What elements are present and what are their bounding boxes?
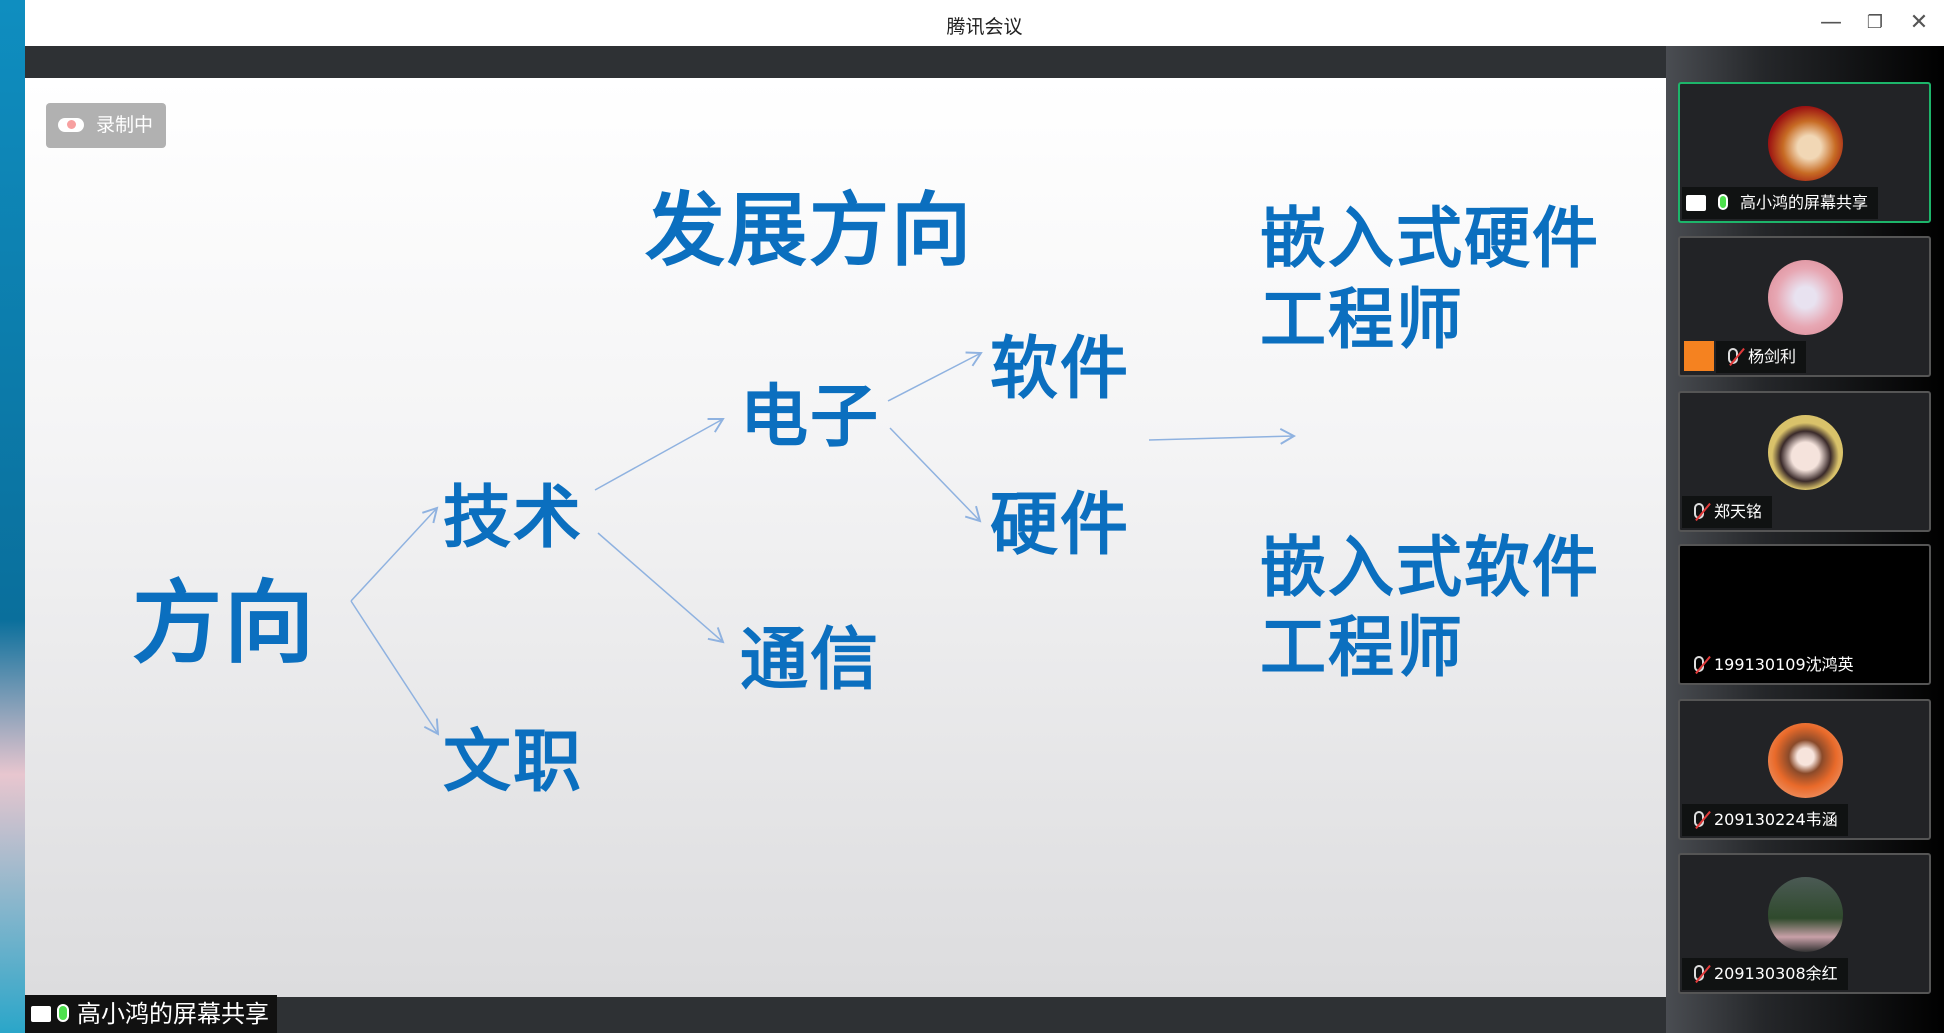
participant-tile[interactable]: 杨剑利 <box>1678 236 1931 377</box>
cloud-record-icon <box>58 118 84 132</box>
mic-on-icon <box>1718 194 1728 210</box>
participant-nametag: 高小鸿的屏幕共享 <box>1682 187 1879 219</box>
avatar <box>1768 723 1843 798</box>
mic-muted-icon <box>1694 503 1704 519</box>
node-software: 软件 <box>990 330 1131 409</box>
arrow-electronics-software <box>887 351 983 402</box>
outcome-hw-line2: 工程师 <box>1260 281 1464 358</box>
avatar <box>1768 106 1843 181</box>
participant-name: 杨剑利 <box>1748 347 1797 366</box>
recording-label: 录制中 <box>96 114 154 136</box>
host-icon <box>1684 341 1714 371</box>
participant-name: 高小鸿的屏幕共享 <box>1740 193 1869 212</box>
arrow-tech-electronics <box>594 418 725 491</box>
participant-nametag: 杨剑利 <box>1716 341 1807 373</box>
mic-on-icon <box>57 1004 69 1022</box>
node-electronics: 电子 <box>740 378 881 457</box>
outcome-hw-line1: 嵌入式硬件 <box>1260 200 1600 277</box>
participant-name: 209130308余红 <box>1714 964 1838 983</box>
close-button[interactable]: ✕ <box>1909 10 1929 35</box>
outcome-sw-line1: 嵌入式软件 <box>1260 529 1600 606</box>
mic-muted-icon <box>1694 811 1704 827</box>
slide-heading: 发展方向 <box>645 184 973 277</box>
participant-tile[interactable]: 郑天铭 <box>1678 391 1931 532</box>
avatar <box>1768 877 1843 952</box>
title-bar: 腾讯会议 — ❐ ✕ <box>25 0 1944 46</box>
participant-nametag: 199130109沈鸿英 <box>1682 649 1864 681</box>
node-root: 方向 <box>132 571 316 676</box>
node-hardware: 硬件 <box>990 486 1131 565</box>
node-tech: 技术 <box>443 479 584 558</box>
arrow-tech-communication <box>597 532 725 644</box>
avatar <box>1768 260 1843 335</box>
participant-nametag: 郑天铭 <box>1682 496 1773 528</box>
restore-button[interactable]: ❐ <box>1866 12 1884 33</box>
screen-share-label: 高小鸿的屏幕共享 <box>25 995 277 1033</box>
node-clerical: 文职 <box>443 723 584 802</box>
window-title: 腾讯会议 <box>946 16 1023 38</box>
mic-muted-icon <box>1694 965 1704 981</box>
screen-share-icon <box>31 1006 51 1022</box>
arrow-root-clerical <box>350 600 440 736</box>
participant-name: 199130109沈鸿英 <box>1714 655 1854 674</box>
arrow-to-outcomes <box>1148 428 1297 445</box>
node-communication: 通信 <box>740 621 881 700</box>
participant-tile[interactable]: 199130109沈鸿英 <box>1678 544 1931 685</box>
share-label-text: 高小鸿的屏幕共享 <box>77 1000 269 1028</box>
shared-screen <box>25 78 1666 997</box>
outcome-sw-line2: 工程师 <box>1260 609 1464 686</box>
mic-muted-icon <box>1728 348 1738 364</box>
screen-share-icon <box>1686 195 1706 211</box>
participant-nametag: 209130308余红 <box>1682 958 1848 990</box>
participant-tile[interactable]: 高小鸿的屏幕共享 <box>1678 82 1931 223</box>
mic-muted-icon <box>1694 656 1704 672</box>
avatar <box>1768 415 1843 490</box>
participant-name: 郑天铭 <box>1714 502 1763 521</box>
participant-name: 209130224韦涵 <box>1714 810 1838 829</box>
top-toolbar <box>25 46 1666 78</box>
minimize-button[interactable]: — <box>1820 10 1842 35</box>
arrow-root-tech <box>350 506 439 602</box>
participant-nametag: 209130224韦涵 <box>1682 804 1848 836</box>
desktop-background <box>0 0 25 1033</box>
bottom-bar <box>25 997 1666 1033</box>
participant-tile[interactable]: 209130308余红 <box>1678 853 1931 994</box>
arrow-electronics-hardware <box>889 427 982 523</box>
participant-tile[interactable]: 209130224韦涵 <box>1678 699 1931 840</box>
recording-indicator[interactable]: 录制中 <box>46 103 166 148</box>
